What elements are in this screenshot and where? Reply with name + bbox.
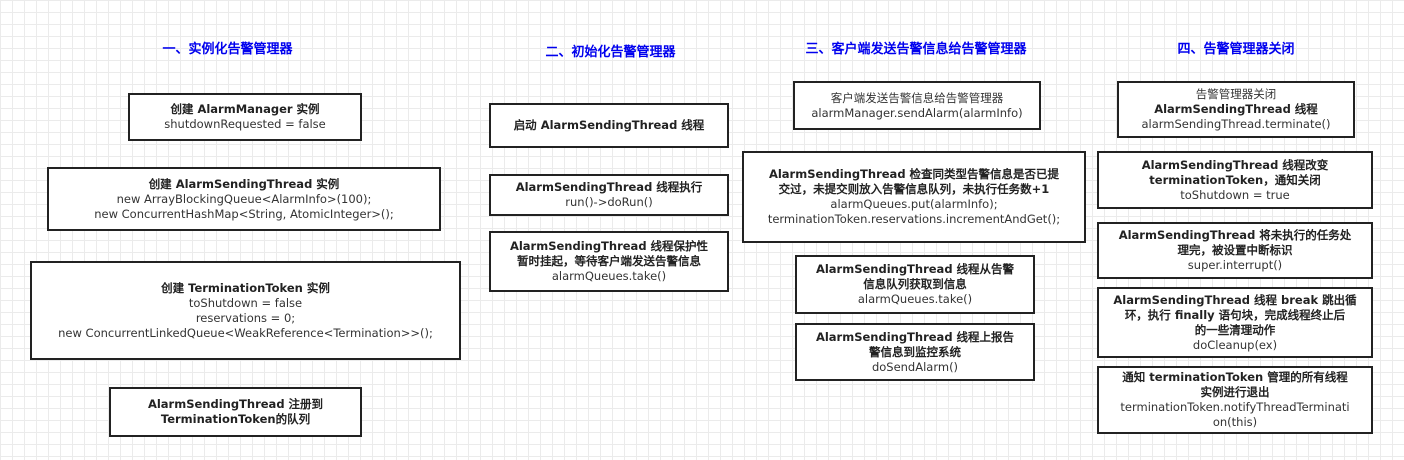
box-line: terminationToken.reservations.incrementA…	[767, 212, 1061, 226]
box-line: 客户端发送告警信息给告警管理器	[830, 90, 1004, 105]
box-line: new ArrayBlockingQueue<AlarmInfo>(100);	[116, 191, 372, 206]
box-line: alarmQueues.take()	[857, 292, 973, 306]
box-line: shutdownRequested = false	[164, 117, 326, 131]
box-line: 实例进行退出	[1200, 385, 1270, 399]
box-line: alarmManager.sendAlarm(alarmInfo)	[811, 105, 1023, 120]
box-line: 创建 AlarmSendingThread 实例	[148, 176, 340, 191]
column-title-client-send: 三、客户端发送告警信息给告警管理器	[805, 42, 1027, 57]
box-line: reservations = 0;	[195, 310, 296, 325]
box-line: terminationToken.notifyThreadTerminati	[1120, 400, 1350, 414]
column-title-initialize: 二、初始化告警管理器	[545, 45, 676, 60]
box-line: 警信息到监控系统	[869, 344, 961, 359]
box-line: AlarmSendingThread 将未执行的任务处	[1118, 228, 1352, 242]
box-start-thread: 启动 AlarmSendingThread 线程	[489, 103, 729, 148]
box-line: 通知 terminationToken 管理的所有线程	[1122, 370, 1348, 384]
box-line: 的一些清理动作	[1194, 322, 1276, 337]
box-line: AlarmSendingThread 线程	[1154, 102, 1318, 116]
box-check-and-enqueue: AlarmSendingThread 检查同类型告警信息是否已提交过，未提交则放…	[742, 151, 1086, 243]
box-line: on(this)	[1212, 415, 1258, 429]
column-title-shutdown: 四、告警管理器关闭	[1177, 42, 1295, 57]
box-break-loop-cleanup: AlarmSendingThread 线程 break 跳出循环，执行 fina…	[1097, 287, 1373, 358]
box-line: AlarmSendingThread 线程上报告	[815, 329, 1015, 344]
box-line: 环，执行 finally 语句块，完成线程终止后	[1124, 307, 1346, 322]
column-title-instantiate: 一、实例化告警管理器	[162, 42, 293, 57]
box-line: run()->doRun()	[565, 195, 653, 209]
box-line: AlarmSendingThread 线程从告警	[815, 262, 1015, 276]
box-line: AlarmSendingThread 线程保护性	[509, 239, 709, 253]
box-thread-guarded-suspend: AlarmSendingThread 线程保护性暂时挂起，等待客户端发送告警信息…	[489, 231, 729, 292]
box-line: 创建 TerminationToken 实例	[161, 280, 330, 295]
box-line: 理完，被设置中断标识	[1177, 243, 1293, 257]
box-line: 启动 AlarmSendingThread 线程	[513, 118, 705, 132]
box-line: 交过，未提交则放入告警信息队列，未执行任务数+1	[778, 182, 1050, 196]
box-line: 信息队列获取到信息	[863, 277, 967, 291]
box-line: new ConcurrentLinkedQueue<WeakReference<…	[58, 325, 433, 340]
box-line: AlarmSendingThread 线程改变	[1141, 157, 1329, 172]
box-line: super.interrupt()	[1187, 258, 1283, 272]
box-line: alarmSendingThread.terminate()	[1141, 117, 1331, 131]
box-line: alarmQueues.take()	[551, 269, 667, 283]
box-line: 告警管理器关闭	[1195, 87, 1277, 101]
box-line: new ConcurrentHashMap<String, AtomicInte…	[94, 206, 394, 221]
box-line: TerminationToken的队列	[160, 412, 311, 426]
box-line: terminationToken，通知关闭	[1149, 172, 1321, 187]
box-line: AlarmSendingThread 检查同类型告警信息是否已提	[768, 167, 1060, 181]
box-line: 创建 AlarmManager 实例	[170, 102, 320, 116]
box-line: doSendAlarm()	[871, 359, 959, 374]
box-line: alarmQueues.put(alarmInfo);	[830, 197, 998, 211]
box-line: 暂时挂起，等待客户端发送告警信息	[517, 254, 701, 268]
box-line: toShutdown = true	[1180, 187, 1290, 202]
box-line: AlarmSendingThread 线程执行	[515, 180, 703, 194]
box-line: doCleanup(ex)	[1192, 337, 1278, 352]
box-line: toShutdown = false	[188, 295, 303, 310]
box-line: AlarmSendingThread 注册到	[147, 397, 324, 411]
box-line: AlarmSendingThread 线程 break 跳出循	[1113, 292, 1357, 307]
